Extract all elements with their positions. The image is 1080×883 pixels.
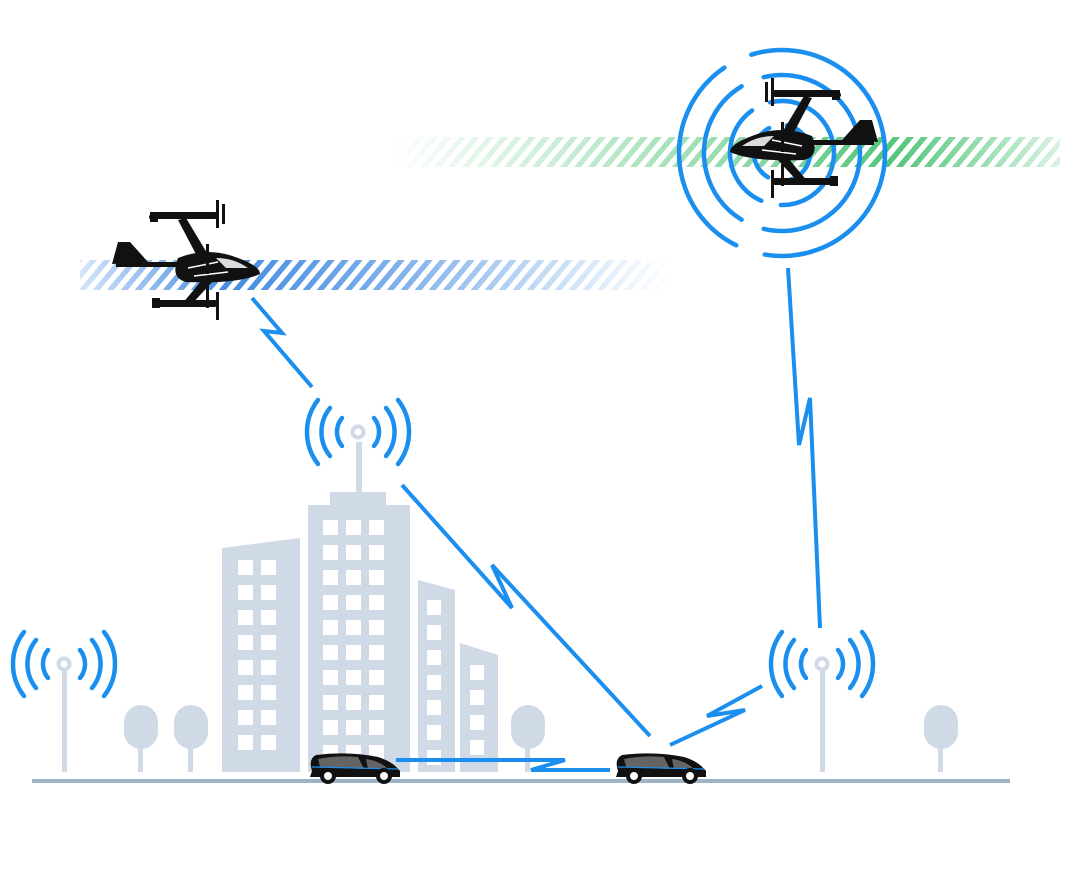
building-window — [470, 740, 484, 755]
link-car-to-roadside-antenna — [669, 684, 763, 747]
building-window — [238, 635, 253, 650]
tree-icon — [174, 705, 208, 772]
link-aircraft-to-tower — [250, 296, 314, 389]
building-window — [369, 695, 384, 710]
building-window — [346, 595, 361, 610]
link-tower-to-car — [400, 483, 652, 738]
building-window — [238, 610, 253, 625]
building-window — [261, 635, 276, 650]
building-window — [369, 595, 384, 610]
trees — [124, 705, 958, 772]
building-window — [346, 720, 361, 735]
building-window — [323, 520, 338, 535]
building-window — [427, 700, 441, 715]
building-window — [427, 725, 441, 740]
flight-path-green — [390, 137, 1060, 167]
building-window — [261, 560, 276, 575]
building-window — [261, 735, 276, 750]
building-window — [346, 620, 361, 635]
building-window — [346, 570, 361, 585]
building-window — [427, 625, 441, 640]
building-windows — [238, 520, 484, 765]
building-window — [346, 670, 361, 685]
antenna-mast-building — [356, 442, 362, 494]
building-window — [238, 560, 253, 575]
building-window — [323, 545, 338, 560]
building-window — [323, 570, 338, 585]
building-window — [427, 600, 441, 615]
building-window — [323, 720, 338, 735]
tree-icon — [124, 705, 158, 772]
building-window — [323, 595, 338, 610]
building-window — [427, 750, 441, 765]
building-window — [369, 645, 384, 660]
building-window — [346, 545, 361, 560]
link-antenna-to-aircraft — [786, 267, 822, 629]
tree-icon — [924, 705, 958, 772]
building-window — [323, 620, 338, 635]
building-right-2 — [460, 643, 498, 772]
building-window — [369, 620, 384, 635]
building-window — [238, 735, 253, 750]
building-window — [261, 610, 276, 625]
building-window — [470, 715, 484, 730]
building-window — [346, 645, 361, 660]
building-window — [470, 690, 484, 705]
building-window — [323, 670, 338, 685]
building-window — [369, 570, 384, 585]
building-window — [346, 695, 361, 710]
building-window — [323, 645, 338, 660]
wireless-links — [250, 267, 822, 772]
building-window — [261, 585, 276, 600]
building-window — [369, 545, 384, 560]
building-window — [238, 685, 253, 700]
evtol-aircraft-icon — [111, 199, 261, 321]
radio-antenna-icon — [771, 632, 873, 696]
building-window — [470, 665, 484, 680]
link-car-to-car — [396, 758, 610, 772]
ground-line — [32, 779, 1010, 783]
radio-antenna-icon — [13, 632, 115, 696]
roadside-masts — [62, 670, 825, 772]
building-window — [427, 675, 441, 690]
building-window — [238, 585, 253, 600]
building-window — [323, 695, 338, 710]
building-window — [369, 670, 384, 685]
building-window — [346, 520, 361, 535]
tree-icon — [511, 705, 545, 772]
building-window — [261, 685, 276, 700]
building-window — [369, 720, 384, 735]
radio-antenna-icon — [307, 400, 409, 464]
building-window — [261, 660, 276, 675]
building-window — [238, 660, 253, 675]
building-window — [369, 520, 384, 535]
building-window — [238, 710, 253, 725]
building-window — [261, 710, 276, 725]
building-window — [427, 650, 441, 665]
